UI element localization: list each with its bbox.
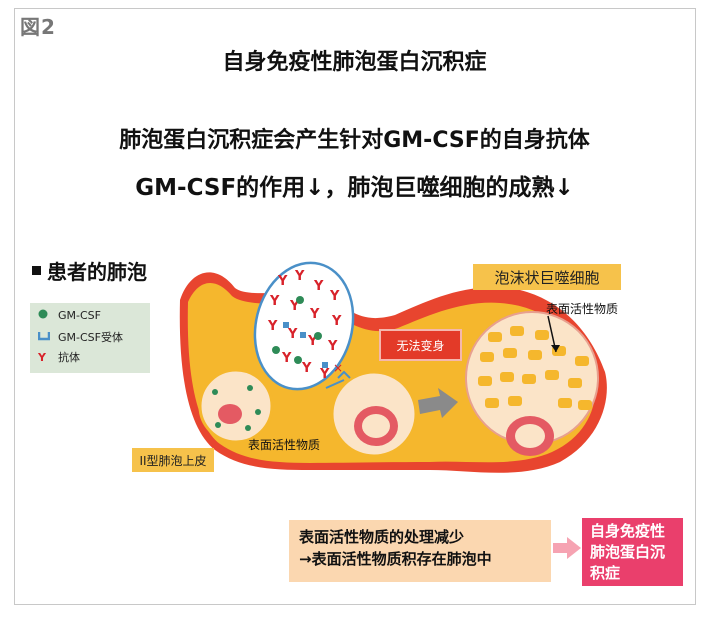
svg-text:Y: Y — [313, 279, 324, 294]
svg-text:Y: Y — [267, 319, 278, 334]
legend-label: 抗体 — [58, 351, 80, 364]
svg-text:Y: Y — [307, 334, 318, 349]
antibody-zoom-ellipse — [253, 261, 355, 391]
svg-text:Y: Y — [289, 299, 300, 314]
statement-line-2: GM-CSF的作用↓，肺泡巨噬细胞的成熟↓ — [135, 175, 574, 201]
legend: GM-CSF GM-CSF受体 Y 抗体 — [30, 303, 150, 373]
cannot-transform-label: 无法变身 — [381, 331, 460, 359]
result-arrow-icon — [553, 537, 581, 559]
surfactant-label-right: 表面活性物质 — [546, 302, 619, 316]
surfactant-label-left: 表面活性物质 — [248, 438, 321, 452]
legend-item-receptor: GM-CSF受体 — [37, 329, 123, 345]
legend-item-gmcsf: GM-CSF — [38, 309, 101, 322]
result-box: 自身免疫性 肺泡蛋白沉 积症 — [582, 518, 683, 586]
transform-arrow-icon — [418, 388, 458, 418]
green-dot-icon — [38, 309, 50, 322]
result-line-3: 积症 — [590, 564, 621, 582]
svg-text:Y: Y — [301, 361, 312, 376]
section-heading: 患者的肺泡 — [32, 256, 147, 285]
receptor-cup-icon — [37, 331, 51, 344]
legend-label: GM-CSF受体 — [58, 331, 123, 344]
svg-text:Y: Y — [319, 367, 330, 382]
result-line-2: 肺泡蛋白沉 — [590, 543, 666, 561]
svg-text:Y: Y — [327, 339, 338, 354]
explanation-box: 表面活性物质的处理减少 →表面活性物质积存在肺泡中 — [289, 520, 551, 582]
svg-text:Y: Y — [287, 327, 298, 342]
section-heading-text: 患者的肺泡 — [47, 260, 147, 284]
svg-text:Y: Y — [331, 314, 342, 329]
explanation-line-1: 表面活性物质的处理减少 — [299, 528, 465, 546]
svg-text:Y: Y — [277, 274, 288, 289]
svg-text:Y: Y — [281, 351, 292, 366]
antibody-y-icon: Y — [38, 350, 46, 364]
foam-cell-label: 泡沫状巨噬细胞 — [473, 264, 621, 290]
result-line-1: 自身免疫性 — [590, 522, 666, 540]
svg-text:Y: Y — [309, 307, 320, 322]
figure-label: 図2 — [20, 15, 56, 39]
statement-line-1: 肺泡蛋白沉积症会产生针对GM-CSF的自身抗体 — [119, 128, 590, 153]
svg-text:×: × — [333, 361, 343, 375]
figure-title: 自身免疫性肺泡蛋白沉积症 — [222, 50, 487, 75]
explanation-line-2: →表面活性物质积存在肺泡中 — [299, 550, 492, 568]
type2-cell-nucleus — [218, 404, 242, 424]
svg-text:Y: Y — [329, 289, 340, 304]
blocked-receptor-icon — [337, 370, 351, 379]
svg-text:Y: Y — [269, 294, 280, 309]
legend-label: GM-CSF — [58, 309, 101, 322]
type2-cell-label: II型肺泡上皮 — [132, 448, 214, 472]
svg-text:Y: Y — [294, 269, 305, 284]
bullet-square-icon — [32, 266, 41, 275]
legend-item-antibody: Y 抗体 — [38, 349, 80, 365]
